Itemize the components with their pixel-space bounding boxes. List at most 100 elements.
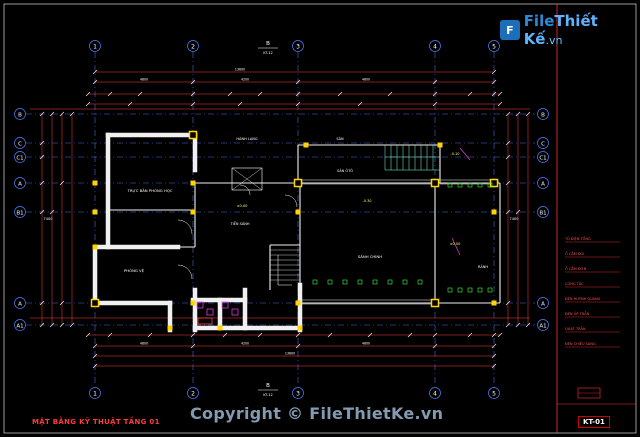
equipment-symbol — [457, 182, 463, 188]
grid-bubble — [14, 297, 26, 309]
legend-item: ĐÈN ỐP TRẦN — [565, 311, 590, 316]
grid-row-label-right: C — [541, 141, 545, 147]
dimension-tick — [190, 343, 196, 349]
filethietke-logo: F FileThiết Kế.vn — [500, 12, 640, 48]
sheet-border — [3, 3, 637, 434]
grid-bubble — [292, 387, 304, 399]
grid-bubble — [14, 206, 26, 218]
equipment-symbol — [206, 308, 214, 316]
grid-row-label-left: A — [18, 181, 22, 187]
grid-bubble — [14, 319, 26, 331]
column — [92, 244, 98, 250]
grid-row-label-left: A — [18, 301, 22, 307]
dimension-tick — [39, 180, 45, 186]
dimension-tick — [127, 101, 133, 107]
dimension-tick — [39, 140, 45, 146]
dimension-tick — [295, 91, 301, 97]
grid-bubble — [14, 108, 26, 120]
column — [217, 325, 223, 331]
grid-row-label-left: A1 — [16, 323, 23, 329]
legend-item: Ổ CẮM ĐÔI — [565, 251, 584, 256]
column — [491, 300, 497, 306]
door-swing — [177, 264, 193, 280]
dimension-tick — [59, 111, 65, 117]
sheet-code: KT-01 — [578, 416, 610, 428]
dimension-tick — [467, 332, 473, 338]
dimension-tick — [237, 101, 243, 107]
grid-bubble — [187, 40, 199, 52]
dimension-tick — [295, 332, 301, 338]
grid-col-label-bottom: 1 — [93, 391, 97, 398]
dimension-tick — [49, 322, 55, 328]
column — [190, 180, 196, 186]
column-box — [293, 178, 303, 188]
equipment-symbol — [357, 279, 363, 285]
dimension-text: 4800 — [140, 342, 148, 346]
dimension-tick — [505, 300, 511, 306]
column-box — [430, 298, 440, 308]
grid-row-label-left: B1 — [16, 210, 23, 216]
legend-item: Ổ CẮM ĐƠN — [565, 266, 587, 271]
dimension-tick — [505, 111, 511, 117]
grid-col-label-top: 5 — [492, 44, 496, 51]
dimension-tick — [491, 91, 497, 97]
dimension-tick — [39, 111, 45, 117]
dimension-tick — [505, 180, 511, 186]
equipment-symbol — [402, 279, 408, 285]
grid-bubble — [537, 151, 549, 163]
dimension-tick — [59, 180, 65, 186]
door-swing — [284, 194, 298, 208]
legend-item: ĐÈN HUỲNH QUANG — [565, 296, 601, 301]
grid-bubble — [537, 206, 549, 218]
dimension-tick — [525, 322, 531, 328]
dimension-tick — [59, 300, 65, 306]
dimension-tick — [295, 79, 301, 85]
grid-col-label-bottom: 5 — [492, 391, 496, 398]
dimension-tick — [505, 322, 511, 328]
leader-line — [451, 237, 461, 256]
dimension-tick — [491, 79, 497, 85]
column — [303, 142, 309, 148]
room-label: PHÒNG VỆ — [124, 268, 145, 273]
column — [92, 209, 98, 215]
dimension-tick — [49, 111, 55, 117]
dimension-tick — [190, 101, 196, 107]
sink-cross — [231, 167, 263, 191]
dimension-tick — [367, 332, 373, 338]
room-label: SÂN — [336, 136, 344, 141]
grid-bubble — [14, 177, 26, 189]
logo-mark-icon: F — [500, 20, 520, 40]
dimension-tick — [432, 101, 438, 107]
grid-row-label-right: A1 — [539, 323, 546, 329]
grid-bubble — [429, 387, 441, 399]
dimension-text: 4600 — [362, 342, 370, 346]
grid-bubble — [537, 108, 549, 120]
dimension-tick — [497, 332, 503, 338]
dimension-tick — [147, 332, 153, 338]
dimension-tick — [505, 209, 511, 215]
dimension-tick — [39, 300, 45, 306]
column — [92, 180, 98, 186]
equipment-symbol — [447, 182, 453, 188]
sink-counter — [231, 167, 263, 191]
room-label: HÀNH LANG — [236, 136, 257, 141]
dimension-tick — [85, 91, 91, 97]
column — [190, 209, 196, 215]
dimension-tick — [491, 353, 497, 359]
dimension-tick — [337, 91, 343, 97]
dimension-text: 13600 — [285, 352, 295, 356]
equipment-symbol — [477, 182, 483, 188]
stair-arrow — [277, 255, 292, 286]
grid-col-label-top: 2 — [191, 44, 195, 51]
grid-bubble — [14, 151, 26, 163]
dimension-tick — [295, 343, 301, 349]
dimension-tick — [497, 101, 503, 107]
equipment-symbol — [457, 287, 463, 293]
legend-item: ĐÈN CHIẾU SÁNG — [565, 340, 596, 346]
dimension-text: 4600 — [362, 78, 370, 82]
dimension-tick — [190, 91, 196, 97]
legend-item: QUẠT TRẦN — [565, 326, 586, 331]
grid-bubble — [89, 387, 101, 399]
